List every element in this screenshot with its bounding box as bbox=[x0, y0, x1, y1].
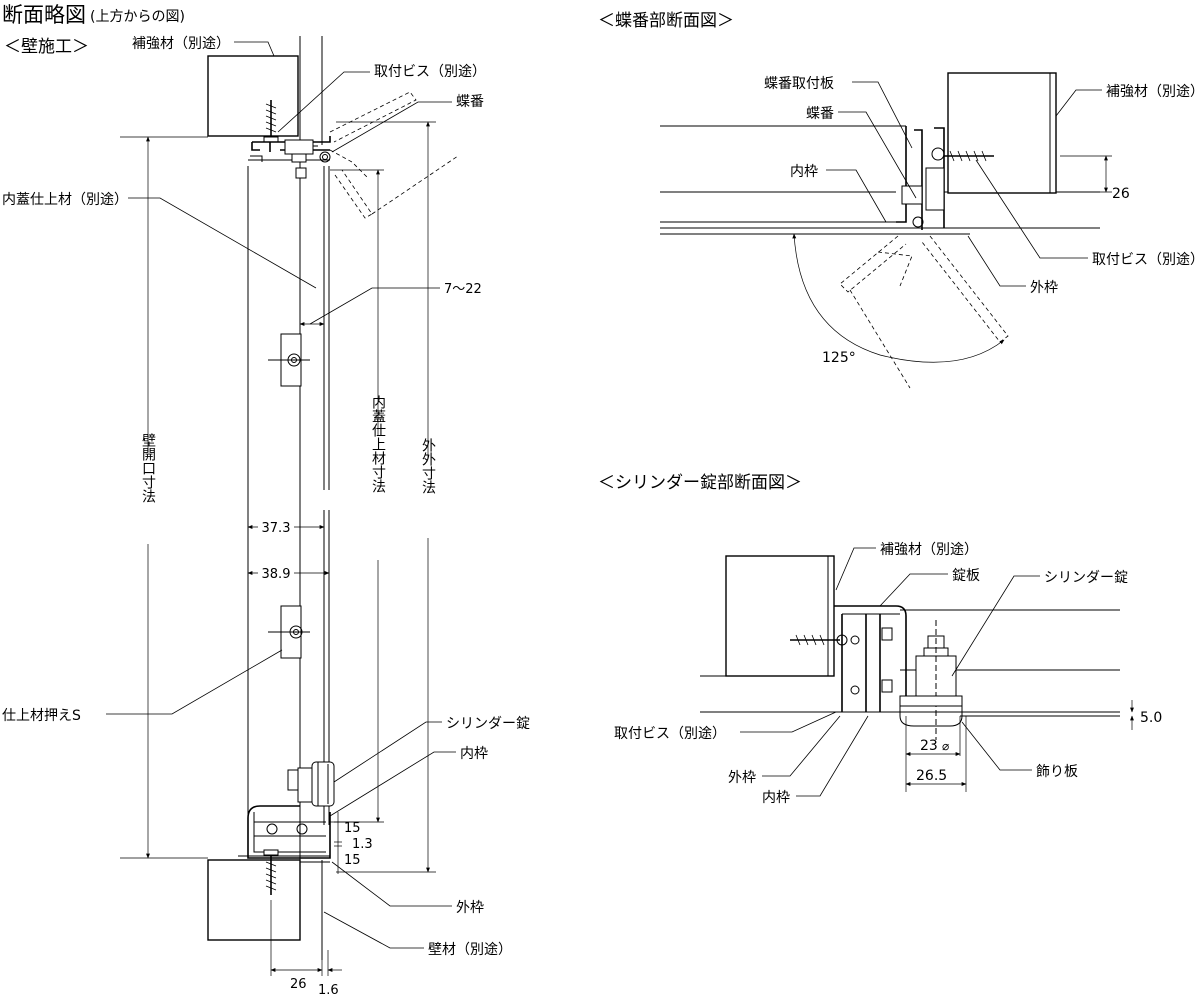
hinge-angle-arc bbox=[792, 233, 1005, 363]
hinge-body bbox=[284, 139, 314, 155]
hinge-pin-right bbox=[912, 216, 924, 228]
callout-hinge-r: 蝶番 bbox=[806, 106, 834, 122]
callout-reinforcement-r: 補強材（別途） bbox=[1106, 83, 1200, 100]
callout-hinge: 蝶番 bbox=[456, 94, 484, 110]
callout-wall-material: 壁材（別途） bbox=[428, 941, 512, 958]
dim-15-upper: 15 bbox=[344, 821, 361, 836]
bottom-reinforcement bbox=[207, 859, 301, 941]
callout-outer-frame-r: 外枠 bbox=[1030, 280, 1058, 296]
dim-1-6-label: 1.6 bbox=[318, 983, 339, 996]
callout-reinforcement: 補強材（別途） bbox=[132, 35, 230, 52]
lock-reinforcement bbox=[725, 555, 835, 677]
lock-section-label: ＜シリンダー錠部断面図＞ bbox=[598, 473, 802, 493]
callout-inner-trim: 内蓋仕上材（別途） bbox=[2, 191, 128, 208]
inner-trim-size-label: 内蓋仕上材寸法 bbox=[370, 395, 386, 493]
callout-decor-plate: 飾り板 bbox=[1036, 764, 1078, 780]
callout-inner-frame-r: 内枠 bbox=[790, 164, 818, 180]
bottom-frame-inner bbox=[253, 812, 326, 853]
wall-section: ＜壁施工＞ bbox=[2, 35, 530, 996]
callout-reinforcement-l: 補強材（別途） bbox=[880, 541, 978, 558]
callout-cylinder-lock: シリンダー錠 bbox=[446, 716, 530, 732]
hinge-screw bbox=[944, 150, 994, 162]
top-screw bbox=[263, 100, 279, 143]
bottom-screw bbox=[263, 849, 279, 895]
callout-outer-frame-l: 外枠 bbox=[728, 770, 756, 786]
hinge-pin bbox=[319, 151, 331, 163]
lock-cylinder bbox=[899, 620, 963, 740]
callout-outer-frame: 外枠 bbox=[456, 900, 484, 916]
lock-plate-r bbox=[834, 605, 907, 702]
dim-15-lower: 15 bbox=[344, 853, 361, 868]
lock-dim-26-5-label: 26.5 bbox=[916, 768, 947, 784]
top-frame-profile bbox=[251, 136, 331, 152]
callout-screw-l: 取付ビス（別途） bbox=[614, 725, 726, 742]
cylinder-lock-side bbox=[287, 761, 335, 807]
dim-37-3-label: 37.3 bbox=[262, 521, 291, 536]
lock-plate-profile bbox=[247, 805, 331, 859]
callout-inner-frame-l: 内枠 bbox=[762, 790, 790, 806]
diagram-subtitle: (上方からの図) bbox=[90, 9, 185, 25]
lock-dim-23-label: 23 bbox=[920, 738, 938, 754]
dim-38-9-label: 38.9 bbox=[262, 567, 291, 582]
lock-screw bbox=[790, 634, 848, 646]
hinge-section-label: ＜蝶番部断面図＞ bbox=[598, 11, 734, 31]
diagram-title: 断面略図 bbox=[2, 3, 86, 27]
callout-cylinder-lock-l: シリンダー錠 bbox=[1044, 570, 1128, 586]
callout-screw-r: 取付ビス（別途） bbox=[1092, 251, 1200, 268]
dim-1-3: 1.3 bbox=[352, 837, 373, 852]
lock-dim-5-0: 5.0 bbox=[1140, 710, 1162, 726]
hinge-dim-26-label: 26 bbox=[1112, 186, 1130, 202]
callout-hinge-plate: 蝶番取付板 bbox=[764, 76, 834, 92]
gap-label: 7～22 bbox=[444, 282, 482, 297]
wall-opening-label: 壁開口寸法 bbox=[140, 433, 156, 503]
callout-screw: 取付ビス（別途） bbox=[374, 63, 486, 80]
lock-frame-r bbox=[841, 614, 881, 712]
wall-section-label: ＜壁施工＞ bbox=[4, 37, 89, 57]
dim-26-bottom-label: 26 bbox=[290, 977, 307, 992]
top-reinforcement bbox=[207, 55, 299, 137]
callout-lock-plate: 錠板 bbox=[952, 568, 980, 584]
lock-dim-phi: ⌀ bbox=[942, 739, 949, 753]
hinge-angle-label: 125° bbox=[822, 350, 856, 366]
open-door-dashed bbox=[329, 91, 459, 219]
finish-holder-upper bbox=[268, 333, 310, 387]
hinge-reinforcement bbox=[947, 72, 1057, 194]
lock-section: ＜シリンダー錠部断面図＞ bbox=[598, 473, 1162, 806]
hinge-section: ＜蝶番部断面図＞ 125° bbox=[598, 11, 1200, 389]
callout-inner-frame: 内枠 bbox=[460, 746, 488, 762]
callout-finish-holder: 仕上材押えS bbox=[2, 708, 81, 724]
outer-size-label: 外外寸法 bbox=[420, 438, 436, 494]
finish-holder-lower bbox=[268, 605, 310, 659]
hinge-body-right bbox=[925, 167, 945, 211]
